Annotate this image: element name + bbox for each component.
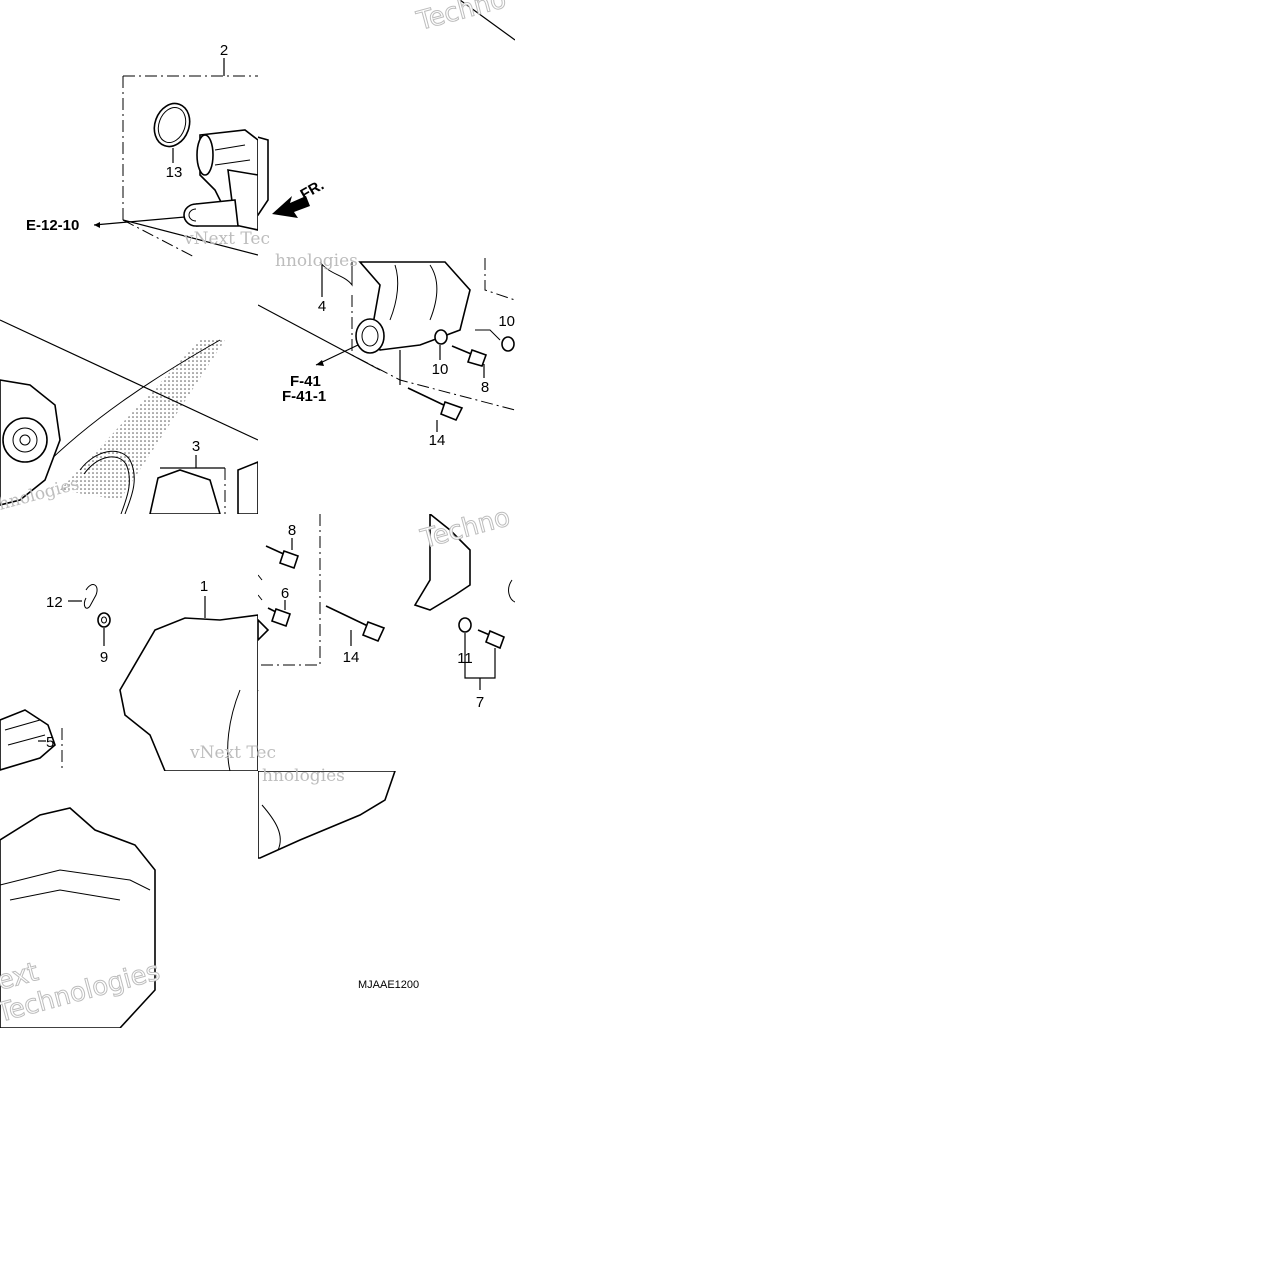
tile-water-pump bbox=[0, 319, 258, 514]
tile-cover-1 bbox=[0, 584, 258, 771]
watermark-text: vNext Tec bbox=[183, 229, 270, 249]
callout-11: 11 bbox=[457, 650, 473, 667]
callout-7: 7 bbox=[476, 694, 484, 711]
callout-3: 3 bbox=[192, 438, 200, 455]
callout-6: 6 bbox=[281, 585, 289, 602]
ref-f-41: F-41 bbox=[290, 373, 321, 390]
callout-14b: 14 bbox=[343, 649, 360, 666]
watermark-bold: Techno bbox=[413, 0, 509, 37]
callout-5: 5 bbox=[46, 734, 54, 751]
tile-cover-bottom bbox=[0, 807, 156, 1028]
callout-2: 2 bbox=[220, 42, 228, 59]
callout-4: 4 bbox=[318, 298, 326, 315]
callout-12: 12 bbox=[46, 594, 63, 611]
ref-e-12-10: E-12-10 bbox=[26, 217, 79, 234]
callout-10a: 10 bbox=[432, 361, 449, 378]
tile-bolts bbox=[258, 514, 515, 692]
watermark-text-4: vNext Tec bbox=[189, 743, 276, 763]
front-direction-arrow-icon bbox=[272, 196, 310, 218]
callout-9: 9 bbox=[100, 649, 108, 666]
callout-10b: 10 bbox=[498, 313, 515, 330]
watermark-text-5: hnologies bbox=[262, 766, 345, 786]
tile-thermostat-housing bbox=[93, 58, 258, 257]
callout-8a: 8 bbox=[481, 379, 489, 396]
callout-13: 13 bbox=[166, 164, 183, 181]
tile-cover-bottom-right bbox=[258, 771, 396, 859]
diagram-code: MJAAE1200 bbox=[358, 979, 419, 991]
ref-f-41-1: F-41-1 bbox=[282, 388, 326, 405]
tile-front-arrow: Techno bbox=[258, 0, 515, 218]
callout-14a: 14 bbox=[429, 432, 446, 449]
watermark-text-3: hnologies bbox=[275, 251, 358, 271]
watermark-ext: ext bbox=[0, 957, 42, 997]
tile-pump-cover bbox=[258, 258, 515, 432]
callout-8b: 8 bbox=[288, 522, 296, 539]
callout-1: 1 bbox=[200, 578, 208, 595]
